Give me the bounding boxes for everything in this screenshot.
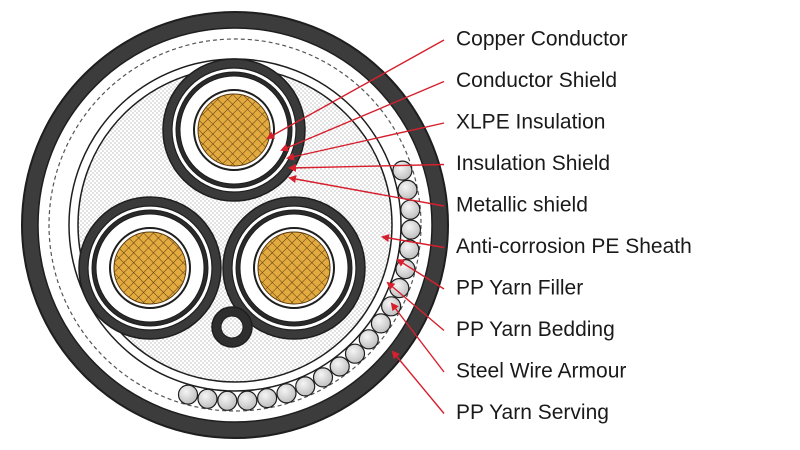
armour-wire <box>392 160 413 181</box>
leader-line-anti-corrosion-pe-sheath <box>381 234 445 249</box>
leader-line-pp-yarn-bedding <box>386 281 445 332</box>
cable-cores <box>78 58 366 340</box>
copper-conductor-core <box>113 231 187 305</box>
label-insulation-shield: Insulation Shield <box>456 152 610 175</box>
leader-line-xlpe-insulation <box>286 122 445 161</box>
armour-wire <box>370 313 391 334</box>
copper-conductor-core <box>257 231 331 305</box>
leader-lines <box>266 39 445 414</box>
copper-conductor-core <box>197 93 271 167</box>
leader-line-insulation-shield <box>288 163 445 172</box>
armour-wire <box>389 278 410 299</box>
core-1 <box>162 58 306 202</box>
armour-wire <box>197 388 218 409</box>
armour-wire <box>237 390 258 411</box>
outer-dashed-ring <box>48 38 422 412</box>
armour-wire <box>295 376 316 397</box>
armour-wire <box>217 390 238 411</box>
label-pp-yarn-serving: PP Yarn Serving <box>456 401 609 424</box>
leader-line-pp-yarn-filler <box>396 258 445 290</box>
armour-wire <box>358 329 379 350</box>
leader-line-conductor-shield <box>280 80 445 152</box>
center-filler-inner <box>220 315 244 339</box>
label-xlpe-insulation: XLPE Insulation <box>456 111 605 134</box>
armour-wire <box>400 219 421 240</box>
steel-wire-armour-layer <box>177 160 421 411</box>
core-2 <box>78 196 222 340</box>
label-pp-yarn-bedding: PP Yarn Bedding <box>456 318 615 341</box>
core-3 <box>222 196 366 340</box>
label-pp-yarn-filler: PP Yarn Filler <box>456 277 583 300</box>
label-metallic-shield: Metallic shield <box>456 194 588 217</box>
armour-wire <box>312 367 334 388</box>
leader-line-pp-yarn-serving <box>391 350 445 414</box>
label-steel-wire-armour: Steel Wire Armour <box>456 360 626 383</box>
armour-wire <box>400 199 421 220</box>
label-anti-corrosion-pe-sheath: Anti-corrosion PE Sheath <box>456 235 692 258</box>
label-copper-conductor: Copper Conductor <box>456 28 628 51</box>
armour-wire <box>344 343 366 364</box>
armour-wire <box>177 384 199 405</box>
armour-wire <box>381 296 402 317</box>
armour-wire <box>329 356 350 377</box>
armour-wire <box>276 383 297 404</box>
leader-line-steel-wire-armour <box>390 302 445 373</box>
label-conductor-shield: Conductor Shield <box>456 69 617 92</box>
armour-wire <box>257 388 278 409</box>
leader-line-metallic-shield <box>288 175 445 207</box>
leader-line-copper-conductor <box>266 39 445 139</box>
armour-wire <box>397 179 418 200</box>
